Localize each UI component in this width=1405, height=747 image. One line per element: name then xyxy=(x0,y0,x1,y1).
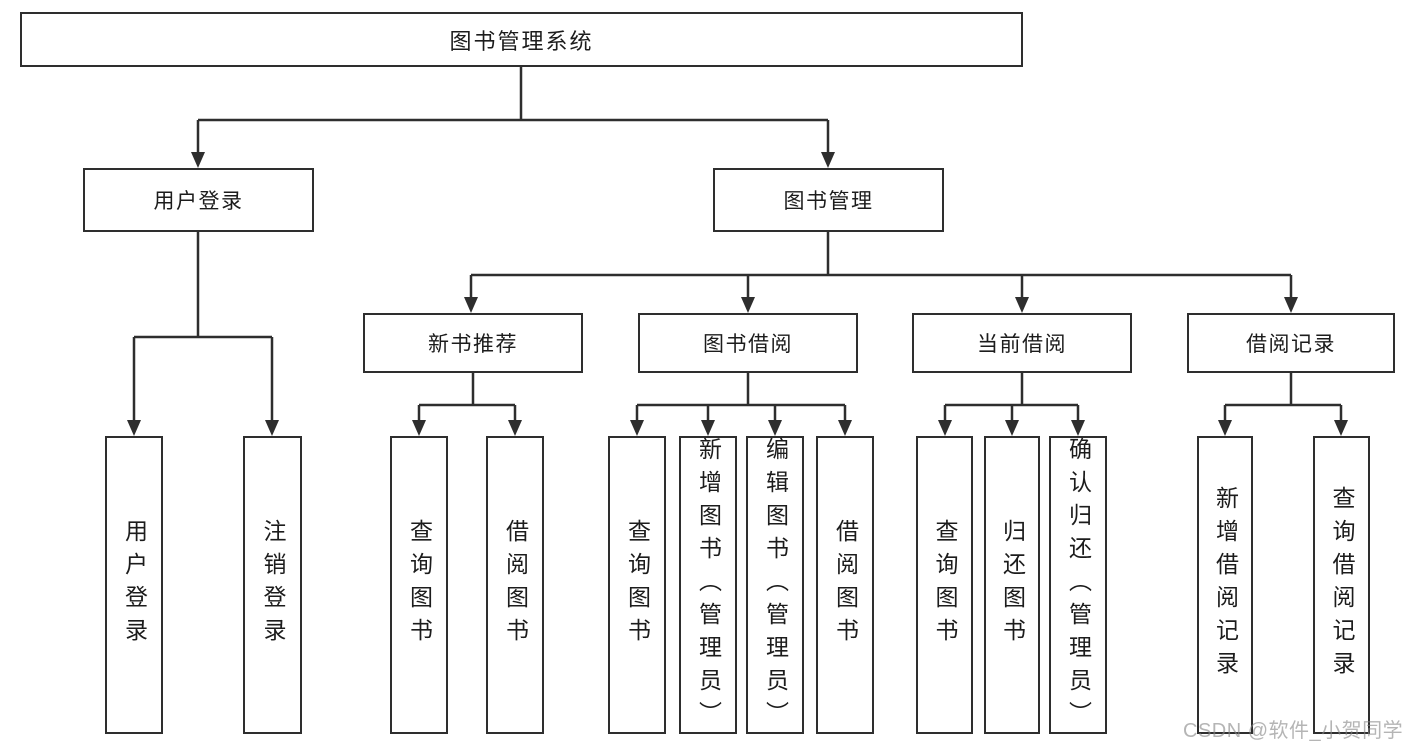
node-new-book-recommend: 新书推荐 xyxy=(363,313,583,373)
arrowhead-icon xyxy=(838,420,852,436)
arrowhead-icon xyxy=(1071,420,1085,436)
arrowhead-icon xyxy=(412,420,426,436)
node-leaf-borrow-books-recommend: 借阅图书 xyxy=(486,436,544,734)
node-label: 查询借阅记录 xyxy=(1329,486,1355,684)
node-label: 用户登录 xyxy=(121,519,148,651)
node-leaf-query-books-recommend: 查询图书 xyxy=(390,436,448,734)
node-label: 确认归还（管理员） xyxy=(1065,436,1092,734)
arrowhead-icon xyxy=(1005,420,1019,436)
arrowhead-icon xyxy=(508,420,522,436)
node-label: 查询图书 xyxy=(406,519,433,651)
arrowhead-icon xyxy=(630,420,644,436)
node-label: 图书管理系统 xyxy=(449,28,594,54)
node-label: 用户登录 xyxy=(153,190,244,213)
node-label: 新增借阅记录 xyxy=(1212,486,1239,684)
arrowhead-icon xyxy=(265,420,279,436)
arrowhead-icon xyxy=(821,152,835,168)
arrowhead-icon xyxy=(1015,297,1029,313)
node-book-borrowing: 图书借阅 xyxy=(638,313,858,373)
node-label: 注销登录 xyxy=(260,519,286,651)
node-label: 图书管理 xyxy=(783,190,874,213)
arrowhead-icon xyxy=(127,420,141,436)
node-root: 图书管理系统 xyxy=(20,12,1023,67)
node-user-login: 用户登录 xyxy=(83,168,314,232)
node-leaf-user-login: 用户登录 xyxy=(105,436,163,734)
node-leaf-borrow-books-borrowing: 借阅图书 xyxy=(816,436,874,734)
node-label: 查询图书 xyxy=(932,519,958,651)
node-current-borrowing: 当前借阅 xyxy=(912,313,1132,373)
node-label: 查询图书 xyxy=(624,519,651,651)
node-label: 新书推荐 xyxy=(428,333,518,356)
node-label: 图书借阅 xyxy=(703,333,793,356)
node-leaf-confirm-return-admin: 确认归还（管理员） xyxy=(1049,436,1107,734)
node-leaf-logout: 注销登录 xyxy=(243,436,302,734)
arrowhead-icon xyxy=(938,420,952,436)
node-label: 借阅图书 xyxy=(832,519,859,651)
node-leaf-query-books-borrowing: 查询图书 xyxy=(608,436,666,734)
node-book-management: 图书管理 xyxy=(713,168,944,232)
node-label: 借阅图书 xyxy=(502,519,529,651)
node-label: 当前借阅 xyxy=(977,333,1067,356)
arrowhead-icon xyxy=(1218,420,1232,436)
node-leaf-return-books: 归还图书 xyxy=(984,436,1040,734)
node-leaf-query-borrow-record: 查询借阅记录 xyxy=(1313,436,1370,734)
node-label: 归还图书 xyxy=(999,519,1026,651)
node-label: 借阅记录 xyxy=(1246,333,1336,356)
arrowhead-icon xyxy=(464,297,478,313)
node-label: 编辑图书（管理员） xyxy=(762,436,789,734)
watermark: CSDN @软件_小贺同学 xyxy=(1183,720,1404,742)
arrowhead-icon xyxy=(191,152,205,168)
arrowhead-icon xyxy=(768,420,782,436)
node-leaf-add-books-admin: 新增图书（管理员） xyxy=(679,436,737,734)
node-leaf-add-borrow-record: 新增借阅记录 xyxy=(1197,436,1253,734)
arrowhead-icon xyxy=(701,420,715,436)
arrowhead-icon xyxy=(741,297,755,313)
node-leaf-edit-books-admin: 编辑图书（管理员） xyxy=(746,436,804,734)
node-label: 新增图书（管理员） xyxy=(695,436,722,734)
arrowhead-icon xyxy=(1334,420,1348,436)
node-leaf-query-books-current: 查询图书 xyxy=(916,436,973,734)
node-borrowing-records: 借阅记录 xyxy=(1187,313,1395,373)
arrowhead-icon xyxy=(1284,297,1298,313)
